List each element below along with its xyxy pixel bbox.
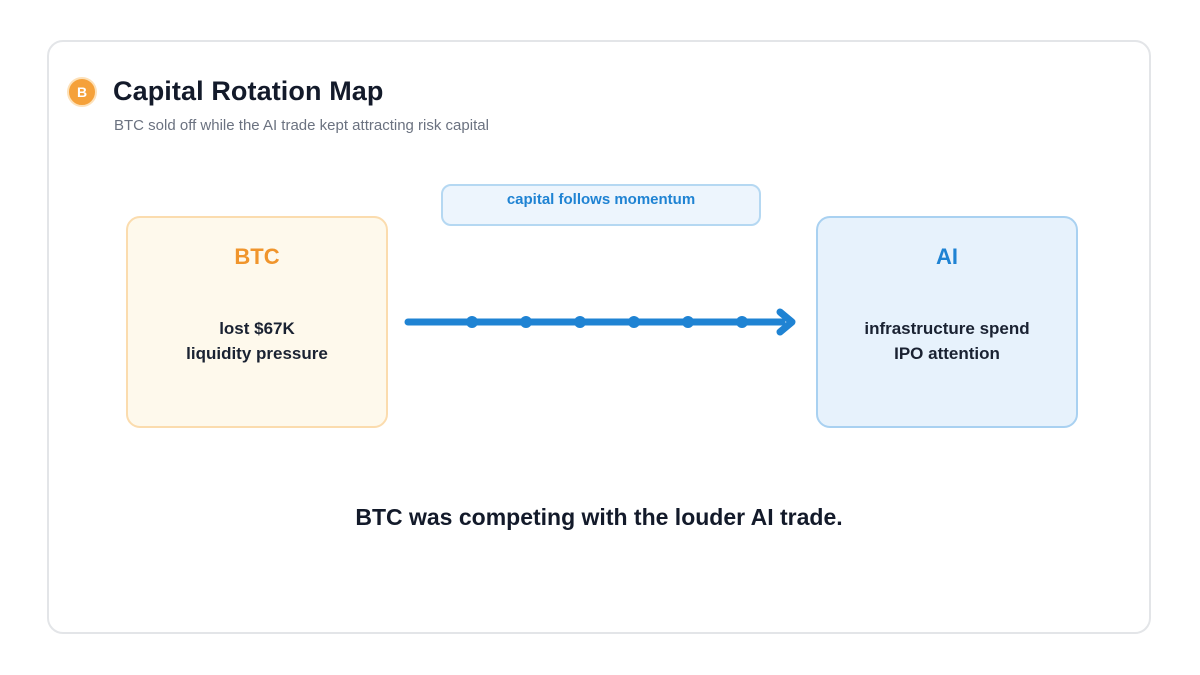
source-node-line: liquidity pressure [186, 344, 328, 363]
target-node-line: infrastructure spend [864, 319, 1030, 338]
target-node-label: AI [936, 244, 958, 269]
flow-label: capital follows momentum [441, 184, 761, 226]
target-node-ai: AI infrastructure spend IPO attention [816, 216, 1078, 428]
target-node-details: infrastructure spend IPO attention [818, 316, 1076, 366]
source-node-line: lost $67K [219, 319, 295, 338]
source-node-label: BTC [234, 244, 280, 269]
badge-letter: B [76, 83, 88, 100]
source-node-btc: BTC lost $67K liquidity pressure [126, 216, 388, 428]
flow-dots [466, 316, 748, 328]
arrow-head-icon [776, 308, 796, 336]
flow-dot [682, 316, 694, 328]
flow-dot [574, 316, 586, 328]
flow-dot [466, 316, 478, 328]
flow-dot [736, 316, 748, 328]
target-node-line: IPO attention [894, 344, 1000, 363]
bitcoin-badge-icon: B [67, 76, 97, 107]
source-node-details: lost $67K liquidity pressure [128, 316, 386, 366]
conclusion-text: BTC was competing with the louder AI tra… [355, 504, 843, 530]
page-title: Capital Rotation Map [113, 76, 384, 106]
diagram-card: B Capital Rotation Map BTC sold off whil… [47, 40, 1151, 634]
page-subtitle: BTC sold off while the AI trade kept att… [114, 117, 489, 134]
flow-arrow [404, 308, 796, 336]
flow-dot [628, 316, 640, 328]
flow-dot [520, 316, 532, 328]
header: B Capital Rotation Map [67, 76, 384, 107]
